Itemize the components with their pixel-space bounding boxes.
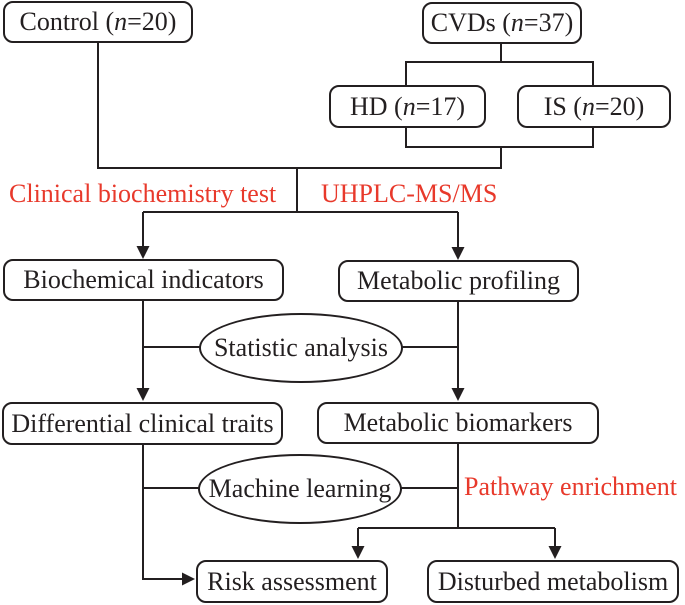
biomarkers-split-lines [351,443,562,559]
node-metabolic-biomarkers: Metabolic biomarkers [317,402,599,444]
method-split-lines [136,168,465,260]
node-cvds-label: CVDs (n=37) [430,8,574,37]
label-uhplc-msms: UHPLC-MS/MS [321,179,498,208]
node-statistic-analysis-label: Statistic analysis [213,333,389,362]
node-machine-learning-label: Machine learning [208,474,392,503]
node-disturbed-metabolism-label: Disturbed metabolism [437,566,669,596]
node-is: IS (n=20) [517,85,671,128]
node-disturbed-metabolism: Disturbed metabolism [427,560,679,603]
node-statistic-analysis: Statistic analysis [199,313,403,383]
node-cvds: CVDs (n=37) [422,2,582,44]
node-biochemical-indicators-label: Biochemical indicators [23,265,264,294]
node-risk-assessment-label: Risk assessment [207,566,377,596]
node-risk-assessment: Risk assessment [196,560,388,603]
node-hd: HD (n=17) [329,85,486,128]
node-metabolic-profiling: Metabolic profiling [338,260,579,302]
node-machine-learning: Machine learning [198,454,402,524]
arrowhead-to-profiling [451,247,465,260]
arrowhead-to-risk-left [182,572,195,586]
control-branch-line [97,42,502,169]
node-biochemical-indicators: Biochemical indicators [3,259,284,301]
arrowhead-to-biochemical [136,246,150,259]
arrowhead-to-risk-top [351,546,365,559]
arrowhead-to-disturbed [548,546,562,559]
label-pathway-enrichment: Pathway enrichment [464,472,677,501]
node-differential-clinical-traits-label: Differential clinical traits [11,408,274,438]
label-clinical-biochemistry-test: Clinical biochemistry test [9,179,277,208]
node-is-label: IS (n=20) [543,91,645,121]
node-hd-label: HD (n=17) [349,91,466,121]
node-metabolic-biomarkers-label: Metabolic biomarkers [343,408,573,437]
statistic-analysis-connectors [136,300,465,401]
machine-learning-connectors [142,444,458,586]
node-control: Control (n=20) [3,1,193,43]
node-differential-clinical-traits: Differential clinical traits [2,402,283,445]
arrowhead-to-biomarkers [451,388,465,401]
node-metabolic-profiling-label: Metabolic profiling [357,266,560,295]
arrowhead-to-differential [136,388,150,401]
node-control-label: Control (n=20) [19,7,177,36]
